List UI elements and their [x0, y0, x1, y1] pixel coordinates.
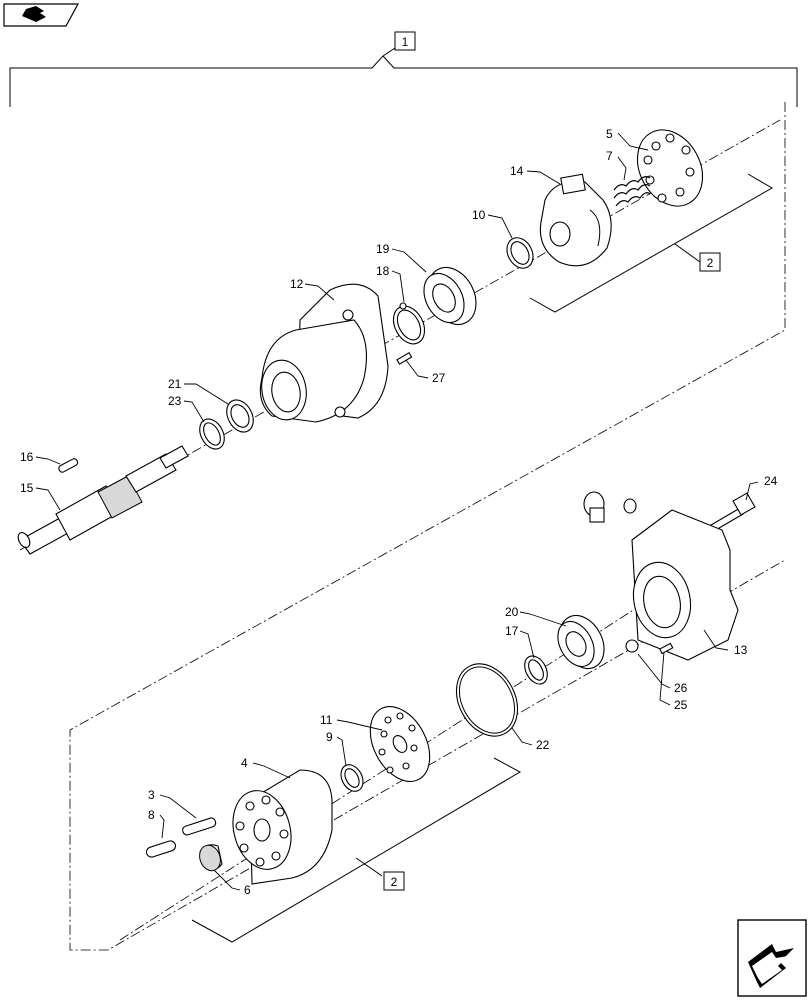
callout-labels: 5 7 14 10 19 18 12 27 21 23 16 15 24 20 … — [20, 127, 778, 897]
ring-9-part — [340, 764, 364, 792]
callout-16: 16 — [20, 450, 34, 464]
ball-guide-part — [199, 844, 223, 872]
ring-part — [506, 237, 534, 269]
bearing-upper-part — [423, 267, 477, 325]
callout-14: 14 — [510, 164, 524, 178]
callout-18: 18 — [376, 264, 390, 278]
valve-plate-part — [636, 129, 704, 207]
kit-bracket-lower: 2 — [191, 757, 522, 943]
callout-22: 22 — [536, 738, 550, 752]
bearing-lower-part — [557, 615, 605, 669]
callout-27: 27 — [432, 371, 446, 385]
callout-6: 6 — [244, 883, 251, 897]
callout-24: 24 — [764, 474, 778, 488]
callout-21: 21 — [168, 377, 182, 391]
callout-10: 10 — [472, 208, 486, 222]
assembly-bracket: 1 — [9, 31, 798, 107]
callout-5: 5 — [606, 127, 613, 141]
spring-part — [613, 176, 651, 207]
group-outline — [69, 102, 786, 951]
next-page-arrow-icon[interactable] — [737, 919, 807, 997]
callout-20: 20 — [505, 605, 519, 619]
plug-25-part — [625, 639, 639, 653]
end-cover-part — [631, 509, 739, 661]
callout-12: 12 — [290, 277, 304, 291]
callout-15: 15 — [20, 481, 34, 495]
snap-ring-upper-part — [392, 302, 426, 345]
ring-17-part — [524, 655, 548, 685]
pin-8-part — [145, 840, 177, 858]
plug-fitting-part — [583, 491, 637, 523]
o-ring-part — [455, 663, 519, 737]
callout-9: 9 — [326, 730, 333, 744]
callout-25: 25 — [674, 698, 688, 712]
cylinder-block-part — [232, 769, 333, 885]
assembly-callout: 1 — [402, 35, 409, 49]
pin-26-part — [659, 642, 674, 655]
pin-27-part — [396, 352, 413, 365]
callout-23: 23 — [168, 394, 182, 408]
kit-bracket-upper: 2 — [529, 173, 773, 313]
callout-19: 19 — [376, 242, 390, 256]
callout-7: 7 — [606, 149, 613, 163]
callout-8: 8 — [148, 808, 155, 822]
shaft-part — [17, 445, 189, 555]
callout-17: 17 — [505, 624, 519, 638]
housing-part — [259, 283, 389, 423]
pin-3-part — [182, 817, 217, 836]
ring-21-part — [226, 399, 254, 433]
swash-plate-part — [539, 173, 612, 267]
snap-ring-23-part — [199, 418, 225, 450]
callout-11: 11 — [320, 713, 333, 727]
callout-3: 3 — [148, 788, 155, 802]
leader-lines — [35, 132, 759, 891]
plate-11-part — [369, 706, 431, 782]
kit-upper-callout: 2 — [707, 256, 714, 270]
callout-13: 13 — [734, 643, 748, 657]
callout-4: 4 — [241, 756, 248, 770]
key-part — [58, 458, 79, 473]
callout-26: 26 — [674, 681, 688, 695]
book-arrow-icon[interactable] — [3, 3, 80, 27]
kit-lower-callout: 2 — [391, 875, 398, 889]
